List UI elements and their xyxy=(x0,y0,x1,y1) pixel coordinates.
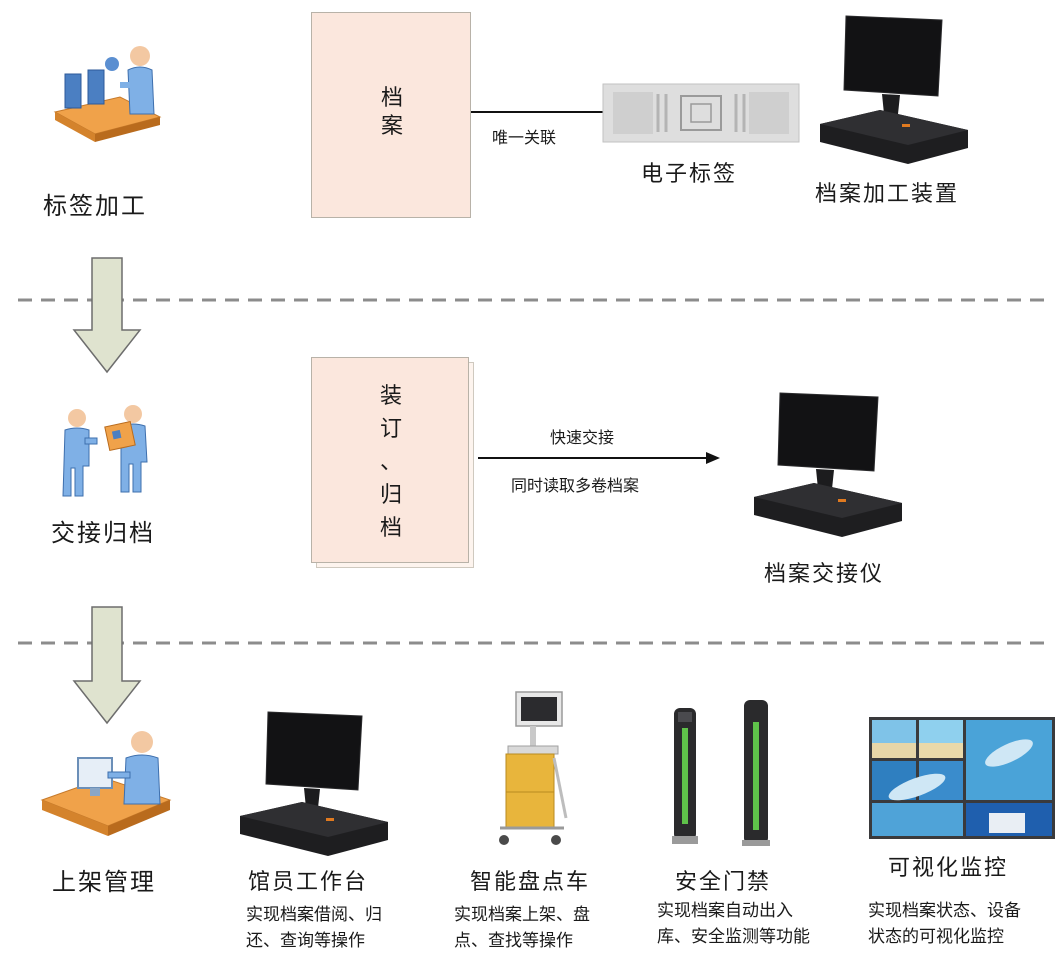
archive-processing-device-icon xyxy=(820,15,968,164)
doc-char: 归 xyxy=(379,483,402,508)
security-gate-desc: 实现档案自动出入 库、安全监测等功能 xyxy=(657,898,810,950)
workstation-title: 馆员工作台 xyxy=(248,870,369,895)
rfid-tag-icon xyxy=(602,83,800,143)
bound-archive-document: 装 订 、 归 档 xyxy=(311,357,469,563)
stage-label-3: 上架管理 xyxy=(52,868,156,896)
desc-line: 实现档案自动出入 xyxy=(657,901,793,921)
handover-device-icon xyxy=(754,392,902,537)
workstation-icon xyxy=(240,711,388,856)
desc-line: 状态的可视化监控 xyxy=(868,927,1004,947)
doc-char: 档 xyxy=(380,86,403,111)
link-line xyxy=(471,111,606,113)
video-wall-title: 可视化监控 xyxy=(888,856,1009,881)
stage-label-1: 标签加工 xyxy=(43,192,147,220)
desc-line: 点、查找等操作 xyxy=(454,931,573,951)
desc-line: 库、安全监测等功能 xyxy=(657,927,810,947)
workstation-desc: 实现档案借阅、归 还、查询等操作 xyxy=(246,902,382,954)
flow-arrow-down-2 xyxy=(72,606,142,725)
inventory-cart-title: 智能盘点车 xyxy=(470,870,591,895)
label-processing-figure-icon xyxy=(53,46,162,142)
video-wall-icon xyxy=(869,717,1055,839)
flow-arrow-down-1 xyxy=(72,257,142,374)
video-wall-desc: 实现档案状态、设备 状态的可视化监控 xyxy=(868,898,1021,950)
archive-document: 档 案 xyxy=(311,12,471,218)
archive-processing-device-label: 档案加工装置 xyxy=(815,182,960,207)
arrow-label-bottom: 同时读取多卷档案 xyxy=(511,476,640,495)
link-label: 唯一关联 xyxy=(492,128,557,147)
security-gate-title: 安全门禁 xyxy=(675,870,772,895)
librarian-at-desk-icon xyxy=(40,731,172,836)
desc-line: 实现档案状态、设备 xyxy=(868,901,1021,921)
stage-label-2: 交接归档 xyxy=(51,519,155,547)
doc-char: 档 xyxy=(379,516,402,541)
doc-char: 案 xyxy=(380,114,403,139)
inventory-cart-desc: 实现档案上架、盘 点、查找等操作 xyxy=(454,902,590,954)
doc-char: 订 xyxy=(379,417,402,442)
handover-figures-icon xyxy=(62,405,148,497)
security-gate-icon xyxy=(672,700,770,846)
arrow-label-top: 快速交接 xyxy=(550,428,615,447)
desc-line: 还、查询等操作 xyxy=(246,931,365,951)
handover-arrow xyxy=(478,452,720,464)
doc-char: 、 xyxy=(379,450,402,475)
inventory-cart-icon xyxy=(499,691,568,845)
handover-device-label: 档案交接仪 xyxy=(764,562,885,587)
desc-line: 实现档案借阅、归 xyxy=(246,905,382,925)
rfid-tag-label: 电子标签 xyxy=(641,162,738,187)
doc-char: 装 xyxy=(379,384,402,409)
desc-line: 实现档案上架、盘 xyxy=(454,905,590,925)
